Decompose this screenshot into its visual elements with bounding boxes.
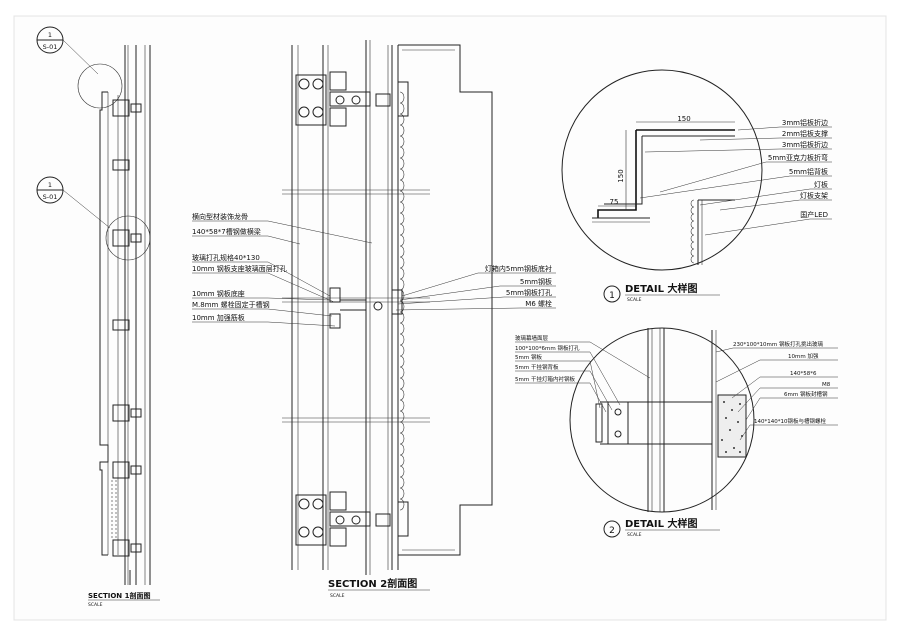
paper-sheet (13, 15, 887, 621)
section-2-title: SECTION 2剖面图 (328, 577, 417, 590)
section-1-title: SECTION 1剖面图 (88, 591, 150, 600)
detail-2-title: DETAIL 大样图 (625, 517, 698, 530)
detail-1-dim-small: 75 (610, 198, 619, 206)
mid-bracket-node (329, 287, 403, 329)
s2-label-4: 10mm 钢板底座 (192, 289, 245, 298)
detail-2-right-labels: 230*100*10mm 钢板打孔挑出玻璃 10mm 加强 140*58*6 M… (733, 340, 831, 425)
d1-label-2: 3mm铝板折边 (782, 140, 828, 149)
hatch-pattern (721, 401, 743, 453)
s2-label-0: 横向型材装饰龙骨 (192, 212, 248, 221)
tag-mid-number: 1 (48, 181, 52, 189)
detail-2-drawing: 玻璃幕墙面层 100*100*6mm 钢板打孔 5mm 钢板 5mm 干挂钢背板… (515, 327, 838, 538)
detail-1-scale: SCALE (627, 297, 642, 303)
section-1-scale: SCALE (88, 602, 103, 608)
s2-label-1: 140*58*7槽钢做横梁 (192, 227, 261, 236)
section-1-drawing: 1 S-01 1 S-01 (36, 26, 160, 608)
d2-right-label-1: 10mm 加强 (788, 352, 819, 360)
section-tag-mid: 1 S-01 (36, 176, 111, 229)
d2-left-label-2: 5mm 钢板 (515, 353, 542, 361)
d1-label-5: 灯板 (814, 180, 828, 189)
tag-mid-ref: S-01 (43, 193, 58, 201)
d2-left-label-0: 玻璃幕墙面层 (515, 334, 549, 342)
section-2-left-labels: 横向型材装饰龙骨 140*58*7槽钢做横梁 玻璃打孔规格40*130 10mm… (192, 212, 287, 322)
d2-right-label-4: 6mm 钢板封槽钢 (784, 390, 828, 398)
section-2-drawing: 横向型材装饰龙骨 140*58*7槽钢做横梁 玻璃打孔规格40*130 10mm… (192, 40, 556, 599)
bottom-bracket-assembly (295, 491, 409, 547)
d1-label-4: 5mm铝背板 (789, 167, 828, 176)
d2-left-label-1: 100*100*6mm 钢板打孔 (515, 344, 580, 352)
d1-label-6: 灯板支架 (800, 191, 828, 200)
detail-2-number: 2 (609, 526, 615, 536)
d2-right-label-2: 140*58*6 (790, 371, 817, 377)
led-scallop-row (399, 91, 405, 511)
section-2-right-labels: 灯箱内5mm钢板底衬 5mm钢板 5mm钢板打孔 M6 螺栓 (485, 264, 552, 308)
d2-left-label-3: 5mm 干挂钢背板 (515, 363, 559, 371)
s2-label-5: M.8mm 螺栓固定于槽钢 (192, 300, 270, 309)
d1-label-1: 2mm铝板支撑 (782, 129, 828, 138)
s2-label-2: 玻璃打孔规格40*130 (192, 253, 260, 262)
s2-right-label-3: M6 螺栓 (525, 299, 552, 308)
s2-label-3: 10mm 钢板支座玻璃面层打孔 (192, 264, 287, 273)
top-bracket-assembly (295, 71, 409, 127)
d2-left-label-4: 5mm 干挂灯箱内衬钢板 (515, 375, 575, 383)
detail-1-labels: 3mm铝板折边 2mm铝板支撑 3mm铝板折边 5mm亚克力板折弯 5mm铝背板… (768, 118, 828, 219)
tag-top-number: 1 (48, 31, 52, 39)
d1-label-7: 国产LED (800, 210, 828, 219)
d1-label-3: 5mm亚克力板折弯 (768, 153, 828, 162)
s2-right-label-0: 灯箱内5mm钢板底衬 (485, 264, 552, 273)
detail-1-dim-top: 150 (677, 115, 690, 123)
d1-label-0: 3mm铝板折边 (782, 118, 828, 127)
section-tag-top: 1 S-01 (36, 26, 99, 75)
section-2-scale: SCALE (330, 593, 345, 599)
d2-right-label-0: 230*100*10mm 钢板打孔挑出玻璃 (733, 340, 823, 348)
detail-1-led-scallops (690, 199, 695, 264)
detail-2-scale: SCALE (627, 532, 642, 538)
detail-1-drawing: 150 150 75 3mm铝板折边 2mm铝板支撑 3mm铝板折边 5mm亚克… (561, 69, 832, 303)
tag-top-ref: S-01 (43, 43, 58, 51)
s2-right-label-1: 5mm钢板 (520, 277, 552, 286)
detail-1-number: 1 (609, 291, 615, 301)
detail-1-title: DETAIL 大样图 (625, 282, 698, 295)
d2-right-label-3: M8 (822, 382, 831, 388)
detail-2-left-labels: 玻璃幕墙面层 100*100*6mm 钢板打孔 5mm 钢板 5mm 干挂钢背板… (515, 334, 580, 383)
detail-1-dim-left: 150 (617, 169, 625, 182)
s2-label-6: 10mm 加强筋板 (192, 313, 245, 322)
d2-right-label-5: 140*140*10钢板与槽钢螺栓 (754, 417, 826, 425)
s2-right-label-2: 5mm钢板打孔 (506, 288, 552, 297)
